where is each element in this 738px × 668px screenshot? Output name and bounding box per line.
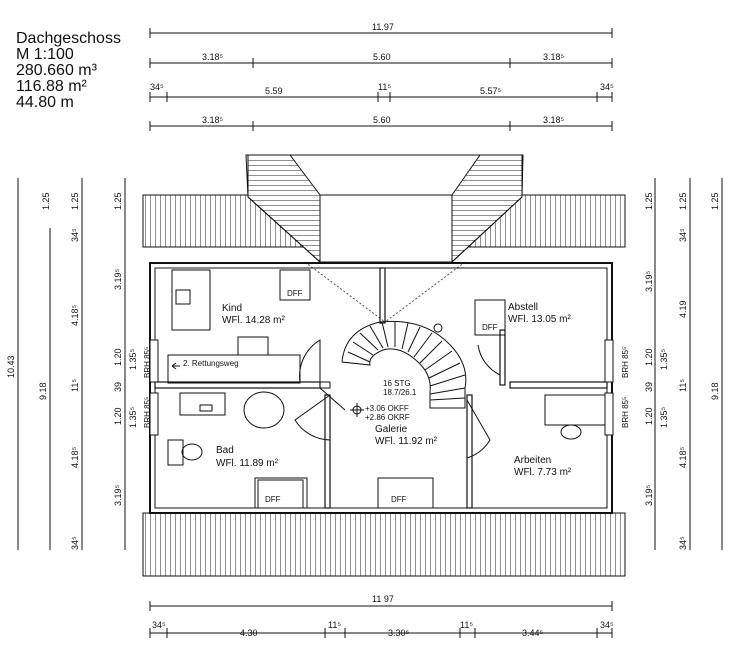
room-bad-name: Bad (216, 445, 234, 456)
brh-label-l2: BRH 85⁵ (143, 397, 152, 428)
dim-l5-a: 1.20 (113, 348, 123, 366)
dim-l4-a: 1.25 (113, 192, 123, 210)
dff-label-abstell: DFF (482, 323, 498, 332)
dim-l4-e: 1.35⁵ (128, 406, 138, 428)
rettungsweg-label: 2. Rettungsweg (183, 359, 239, 368)
room-kind-area: WFl. 14.28 m² (222, 315, 285, 326)
dim-l3-a: 1.25 (70, 192, 80, 210)
dim-l4-c: 1.35⁵ (128, 348, 138, 370)
dim-bottom-e: 11⁵ (460, 620, 473, 630)
dim-top-r4-c: 3.18⁵ (543, 115, 565, 125)
dim-left-mid: 9.18 (38, 382, 48, 400)
okrf-label: +2.86 OKRF (365, 413, 410, 422)
dim-top-r3-a: 34⁵ (150, 82, 164, 92)
room-galerie-area: WFl. 11.92 m² (375, 436, 438, 447)
dim-r2-a: 1.25 (644, 192, 654, 210)
dim-l3-d: 11⁵ (70, 379, 80, 392)
dim-r2-f: 3.19⁵ (644, 484, 654, 506)
brh-label-l1: BRH 85⁵ (143, 347, 152, 378)
dim-top-r2-b: 5.60 (373, 52, 391, 62)
dormer-roof (245, 154, 524, 323)
dim-top-r4-a: 3.18⁵ (202, 115, 224, 125)
dim-l5-b: 1.20 (113, 407, 123, 425)
dim-ticks (149, 28, 613, 638)
dim-bottom-b: 4.30 (240, 628, 258, 638)
dim-right-outer: 9.18 (710, 382, 720, 400)
room-bad-area: WFl. 11.89 m² (216, 458, 279, 469)
dim-bottom-a: 34⁵ (152, 620, 166, 630)
room-abstell-area: WFl. 13.05 m² (508, 314, 571, 325)
dim-top-r3-c: 11⁵ (378, 82, 391, 92)
staircase (341, 320, 467, 409)
dim-r3-c: 4.19 (678, 300, 688, 318)
dim-vertical-text: 10.43 9.18 1.25 1.25 34⁵ 4.18⁵ 11⁵ 4.18⁵… (6, 192, 720, 550)
dim-r3-e: 4.18⁵ (678, 446, 688, 468)
dim-bottom-d: 3.30⁵ (388, 628, 410, 638)
dim-bottom-f: 3.44⁵ (522, 628, 544, 638)
stairs-ratio-label: 18.7/26.1 (383, 388, 417, 397)
dim-r2-b: 3.19⁵ (644, 270, 654, 292)
brh-label-r2: BRH 85⁵ (621, 397, 630, 428)
plan-title: Dachgeschoss (16, 30, 121, 47)
dim-r1-b: 1.20 (644, 407, 654, 425)
room-galerie-name: Galerie (375, 424, 408, 435)
dim-l3-e: 4.18⁵ (70, 446, 80, 468)
dim-top-overall: 11.97 (372, 22, 394, 32)
brh-label-r1: BRH 85⁵ (621, 347, 630, 378)
room-arbeiten-area: WFl. 7.73 m² (514, 467, 572, 478)
dim-r2-c: 1.35⁵ (659, 348, 669, 370)
stairs-label: 16 STG (383, 379, 411, 388)
dff-label-bad: DFF (265, 495, 281, 504)
furniture (167, 269, 606, 509)
dff-label-galerie: DFF (391, 495, 407, 504)
dim-vertical (17, 178, 723, 550)
plan-length: 44.80 m (16, 94, 74, 111)
dim-r3-d: 11⁵ (678, 379, 688, 392)
dim-left-outer: 10.43 (6, 355, 16, 378)
okff-label: +3.06 OKFF (365, 404, 409, 413)
dim-bottom-c: 11⁵ (328, 620, 341, 630)
dim-top-r2-a: 3.18⁵ (202, 52, 224, 62)
dff-label-kind: DFF (287, 289, 303, 298)
dim-right-outer-top: 1.25 (710, 192, 720, 210)
dim-top-r3-b: 5.59 (265, 86, 283, 96)
dim-r1-a: 1.20 (644, 348, 654, 366)
room-abstell-name: Abstell (508, 302, 538, 313)
dim-r3-f: 34⁵ (678, 536, 688, 550)
dim-l4-d: 39 (113, 382, 123, 392)
plan-area: 116.88 m² (16, 78, 87, 95)
dim-top-r4-b: 5.60 (373, 115, 391, 125)
dim-bottom-g: 34⁵ (600, 620, 614, 630)
dim-l3-c: 4.18⁵ (70, 304, 80, 326)
dim-top-r2-c: 3.18⁵ (543, 52, 565, 62)
room-labels: Kind WFl. 14.28 m² Abstell WFl. 13.05 m²… (143, 289, 630, 504)
dim-l3-f: 34⁵ (70, 536, 80, 550)
dim-r2-d: 39 (644, 382, 654, 392)
dim-top-text: 11.97 3.18⁵ 5.60 3.18⁵ 34⁵ 5.59 11⁵ 5.57… (150, 22, 614, 638)
dim-r3-b: 34⁵ (678, 228, 688, 242)
doors (294, 330, 501, 459)
dim-left-top: 1.25 (41, 192, 51, 210)
dim-top-r3-d: 5.57⁵ (480, 86, 502, 96)
dim-l4-b: 3.19⁵ (113, 268, 123, 290)
plan-scale: M 1:100 (16, 46, 74, 63)
dim-top-r3-e: 34⁵ (600, 82, 614, 92)
dim-l4-f: 3.19⁵ (113, 484, 123, 506)
plan-volume: 280.660 m³ (16, 62, 97, 79)
dim-l3-b: 34⁵ (70, 228, 80, 242)
dim-bottom-overall: 11 97 (372, 594, 394, 604)
room-kind-name: Kind (222, 303, 242, 314)
room-arbeiten-name: Arbeiten (514, 455, 551, 466)
roof-bottom (142, 512, 626, 577)
dim-top (150, 32, 612, 634)
dim-r3-a: 1.25 (678, 192, 688, 210)
dim-r2-e: 1.35⁵ (659, 406, 669, 428)
